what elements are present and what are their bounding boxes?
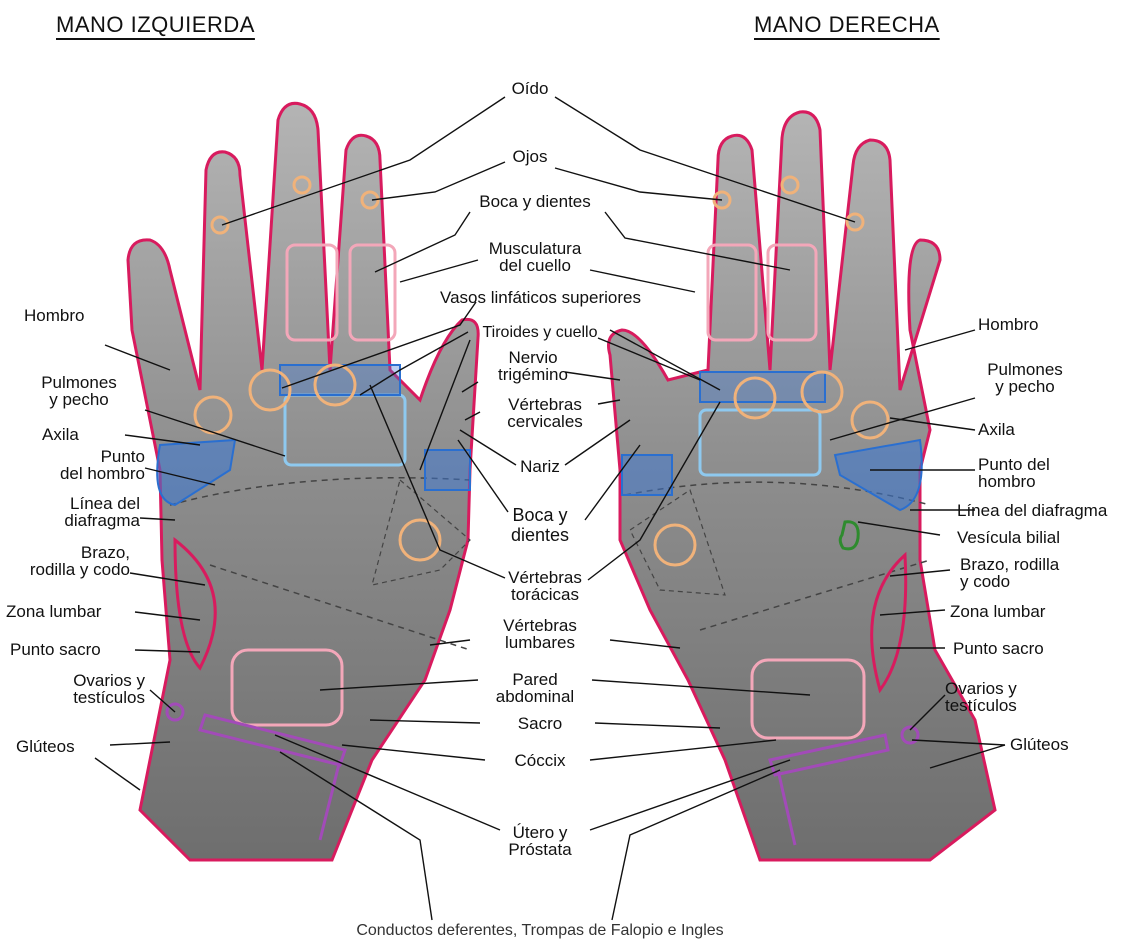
label-vertebras-toracicas: Vértebras torácicas: [490, 569, 600, 603]
left-label-zona-lumbar: Zona lumbar: [6, 603, 101, 620]
right-hand: [609, 112, 996, 860]
label-boca-dientes-mid: Boca y dientes: [500, 505, 580, 545]
right-label-zona-lumbar: Zona lumbar: [950, 603, 1045, 620]
right-label-linea-diafragma: Línea del diafragma: [957, 502, 1107, 519]
label-ojos: Ojos: [500, 148, 560, 165]
left-label-brazo: Brazo, rodilla y codo: [0, 544, 130, 578]
right-label-hombro: Hombro: [978, 316, 1038, 333]
label-vasos-linfaticos: Vasos linfáticos superiores: [418, 289, 663, 306]
label-sacro: Sacro: [500, 715, 580, 732]
left-label-ovarios: Ovarios y testículos: [15, 672, 145, 706]
right-cervical-zone: [622, 455, 672, 495]
left-label-punto-hombro: Punto del hombro: [15, 448, 145, 482]
label-oido: Oído: [500, 80, 560, 97]
label-nervio-trigemino: Nervio trigémino: [488, 349, 578, 383]
left-label-gluteos: Glúteos: [16, 738, 75, 755]
label-pared-abdominal: Pared abdominal: [475, 671, 595, 705]
label-conductos: Conductos deferentes, Trompas de Falopio…: [280, 922, 800, 939]
label-nariz: Nariz: [510, 458, 570, 475]
right-label-punto-hombro: Punto del hombro: [978, 456, 1050, 490]
right-label-ovarios: Ovarios y testículos: [945, 680, 1017, 714]
label-musculatura-cuello: Musculatura del cuello: [470, 240, 600, 274]
label-vertebras-cervicales: Vértebras cervicales: [490, 396, 600, 430]
right-label-axila: Axila: [978, 421, 1015, 438]
right-hand-header: MANO DERECHA: [754, 12, 940, 38]
right-label-brazo: Brazo, rodilla y codo: [960, 556, 1059, 590]
right-label-pulmones: Pulmones y pecho: [965, 361, 1085, 395]
label-coccix: Cóccix: [495, 752, 585, 769]
left-label-pulmones: Pulmones y pecho: [14, 374, 144, 408]
left-hand-header: MANO IZQUIERDA: [56, 12, 255, 38]
right-label-gluteos: Glúteos: [1010, 736, 1069, 753]
left-label-linea-diafragma: Línea del diafragma: [0, 495, 140, 529]
left-label-axila: Axila: [42, 426, 79, 443]
right-lymph-zone: [700, 372, 825, 402]
left-lymph-zone: [280, 365, 400, 395]
right-label-vesicula: Vesícula bilial: [957, 529, 1060, 546]
label-boca-dientes-top: Boca y dientes: [465, 193, 605, 210]
left-label-punto-sacro: Punto sacro: [10, 641, 101, 658]
left-label-hombro: Hombro: [24, 307, 84, 324]
label-vertebras-lumbares: Vértebras lumbares: [480, 617, 600, 651]
right-label-punto-sacro: Punto sacro: [953, 640, 1044, 657]
label-tiroides: Tiroides y cuello: [470, 324, 610, 341]
label-utero-prostata: Útero y Próstata: [480, 824, 600, 858]
left-cervical-zone: [425, 450, 470, 490]
